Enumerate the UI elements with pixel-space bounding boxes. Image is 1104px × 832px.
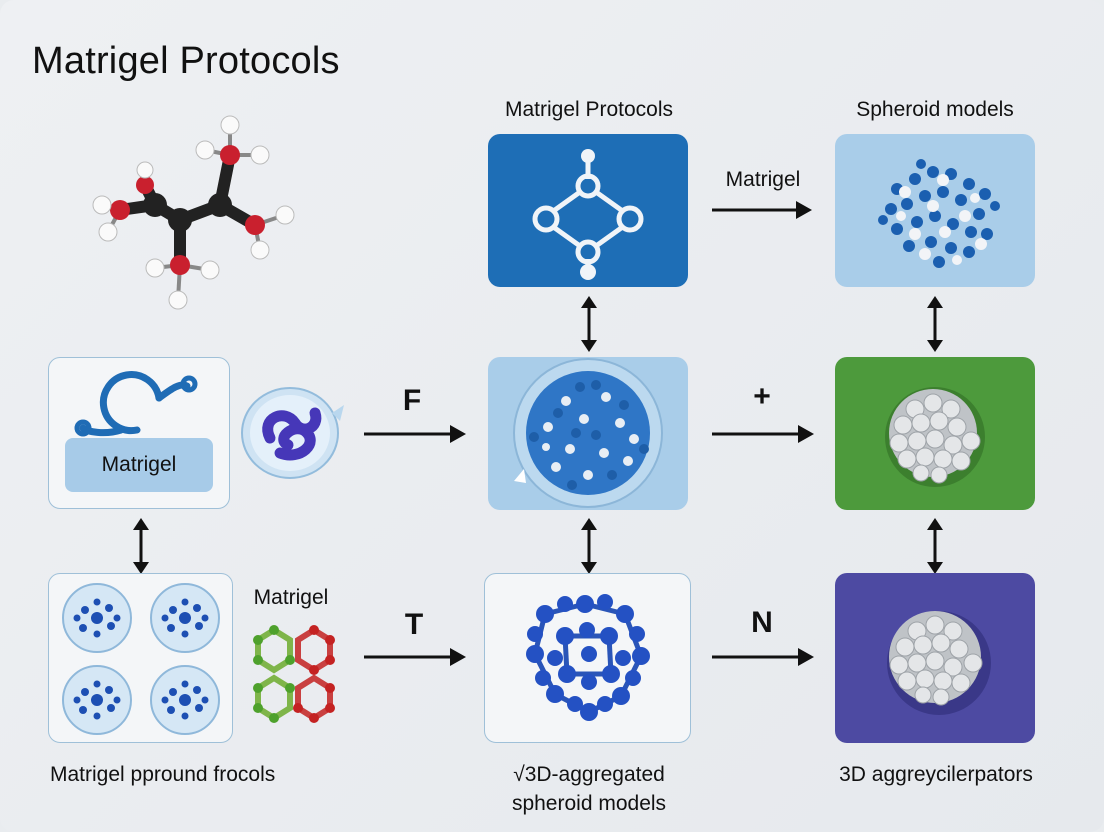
bead-sphere-icon [513, 358, 663, 508]
white-spheroid-icon [885, 387, 985, 487]
bottom-center-caption-line1: √3D-aggregated [513, 763, 665, 786]
purple-spheroid-panel [835, 573, 1035, 743]
white-spheroid-icon [887, 611, 991, 715]
cell-bubbles-box [48, 573, 233, 743]
bottom-center-caption-line2: spheroid models [511, 792, 667, 815]
matrigel-side-label: Matrigel [253, 586, 329, 609]
ring-network-icon [532, 149, 644, 280]
bead-sphere-panel [488, 357, 688, 510]
matrigel-box: Matrigel [48, 357, 230, 509]
arrow-label-t: T [404, 608, 424, 641]
molecule-icon [92, 115, 295, 310]
arrow-right-icon [364, 425, 466, 443]
spheroid-models-panel [835, 134, 1035, 287]
spheroid-cluster-icon [878, 159, 1000, 268]
bottom-right-caption: 3D aggreycilerpators [839, 763, 1033, 786]
hook-strand-icon [74, 371, 198, 437]
arrow-right-icon [712, 648, 814, 666]
double-arrow-icon [581, 296, 597, 352]
bead-network-icon [526, 594, 650, 721]
top-right-label: Spheroid models [856, 98, 1014, 121]
top-arrow-label: Matrigel [725, 168, 801, 191]
green-spheroid-panel [835, 357, 1035, 510]
arrow-right-icon [364, 648, 466, 666]
arrow-label-n: N [751, 606, 773, 639]
arrow-right-icon [712, 201, 812, 219]
arrow-label-plus: + [753, 380, 771, 413]
double-arrow-icon [581, 518, 597, 574]
aggregated-spheroid-box [484, 573, 691, 743]
arrow-label-f: F [402, 384, 422, 417]
matrigel-protocols-panel [488, 134, 688, 287]
double-arrow-icon [927, 296, 943, 352]
knot-bubble-icon [241, 387, 344, 479]
lattice-structure-icon [253, 625, 335, 723]
four-bubbles-icon [62, 583, 220, 735]
arrow-right-icon [712, 425, 814, 443]
top-center-label: Matrigel Protocols [504, 98, 674, 121]
double-arrow-icon [133, 518, 149, 574]
bottom-left-caption: Matrigel ppround frocols [50, 763, 276, 786]
page-title: Matrigel Protocols [32, 40, 340, 82]
double-arrow-icon [927, 518, 943, 574]
matrigel-box-label: Matrigel [65, 438, 213, 492]
